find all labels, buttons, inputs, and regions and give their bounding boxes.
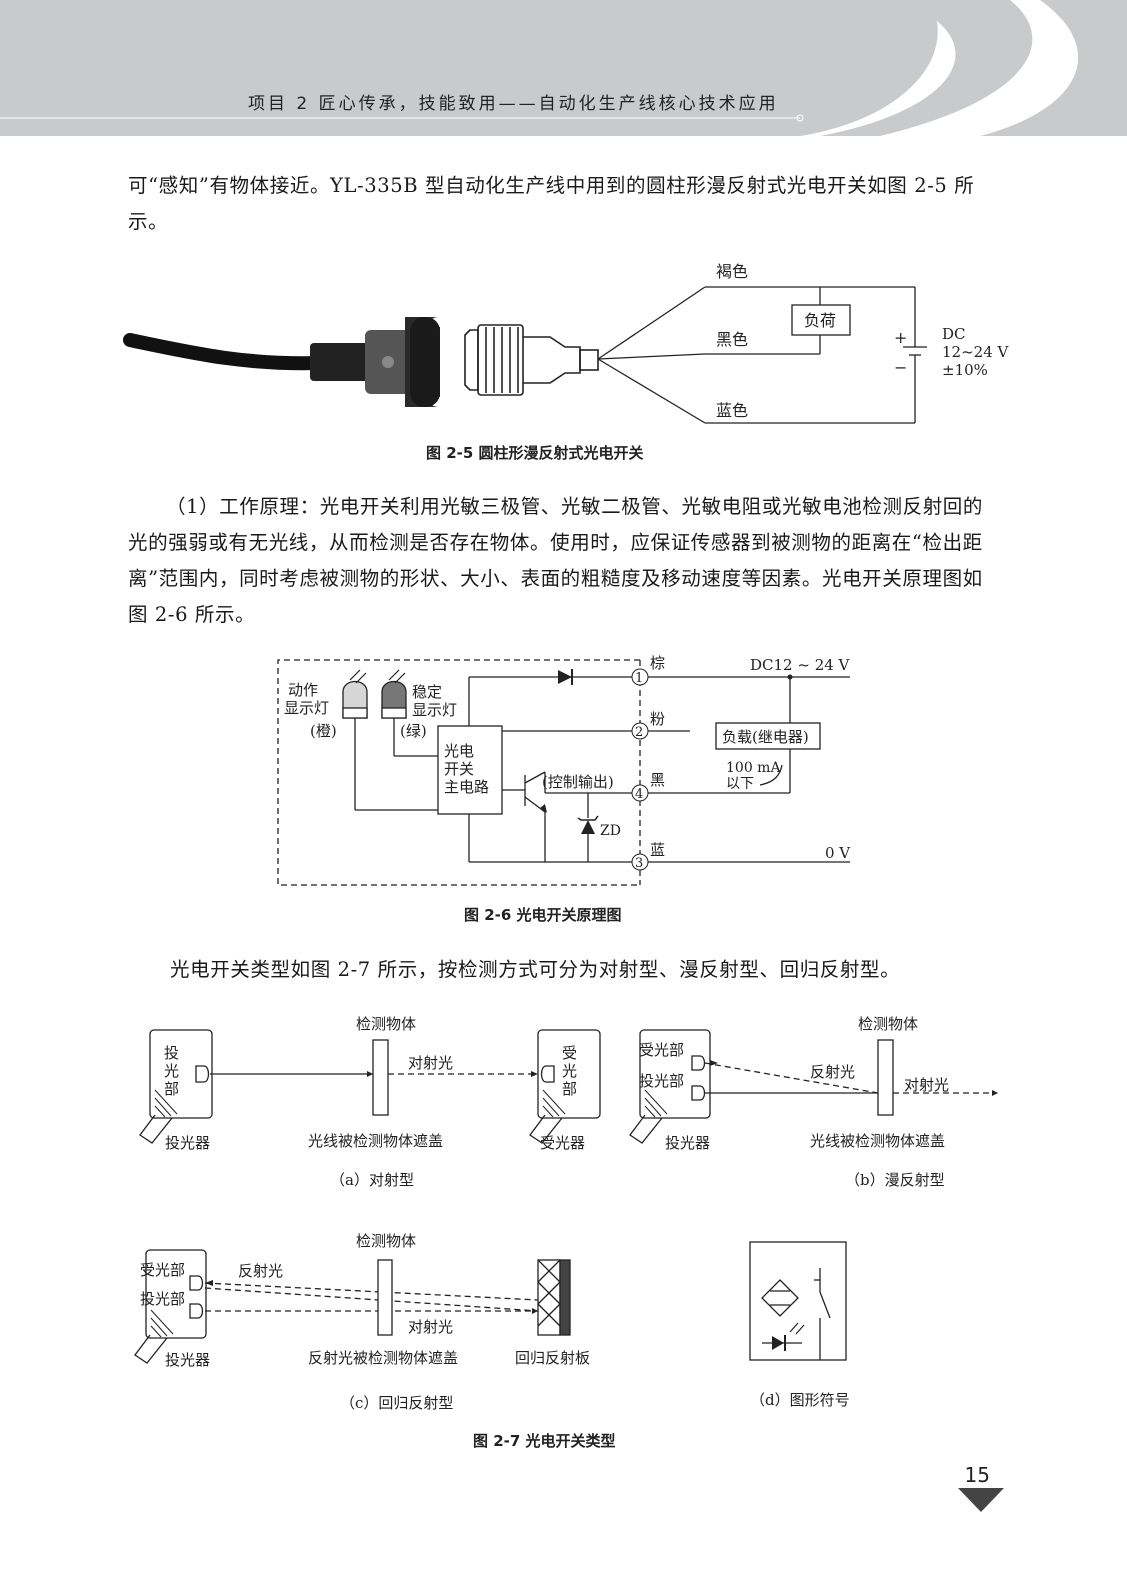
figure-2-6-caption: 图 2-6 光电开关原理图 (464, 906, 622, 924)
caption-diffuse: （b）漫反射型 (845, 1171, 945, 1189)
wire-pink-label: 粉 (650, 710, 665, 728)
wiring (597, 286, 927, 424)
emitter-part-char-3: 部 (164, 1080, 179, 1098)
current-limit-label-1: 100 mA (726, 760, 781, 776)
load-label: 负荷 (804, 311, 836, 330)
paragraph-types: 光电开关类型如图 2-7 所示，按检测方式可分为对射型、漫反射型、回归反射型。 (170, 958, 901, 981)
plus-sign: + (894, 328, 907, 347)
receiver-label-a: 受光器 (540, 1134, 585, 1152)
terminal-3: 3 (635, 856, 643, 871)
main-circuit-label-3: 主电路 (444, 778, 489, 796)
wire-blue-label: 蓝 (650, 841, 665, 859)
stable-lamp-label-1: 稳定 (412, 683, 442, 701)
diffuse-diagram (629, 1029, 990, 1144)
blocked-label-a: 光线被检测物体遮盖 (308, 1132, 443, 1150)
enclosure-border (277, 659, 640, 886)
wire-brown-label: 棕 (650, 654, 665, 672)
object-label-b: 检测物体 (858, 1015, 918, 1033)
reflector-label: 回归反射板 (515, 1349, 590, 1367)
stable-lamp-label-2: 显示灯 (412, 701, 457, 719)
sensor-drawing (464, 324, 599, 396)
dc-label: DC (942, 325, 966, 343)
dc-tolerance-label: ±10% (942, 361, 988, 379)
terminal-1: 1 (635, 671, 643, 686)
emitter-label-a: 投光器 (165, 1134, 210, 1152)
wire-black-label: 黑 (650, 771, 665, 789)
emitter-label-c: 投光器 (165, 1351, 210, 1369)
dc-supply-label: DC12 ~ 24 V (750, 656, 851, 674)
zener-icon (581, 820, 595, 834)
wire-blue-label: 蓝色 (716, 401, 748, 420)
action-lamp-label-2: 显示灯 (284, 699, 329, 717)
through-beam-label: 对射光 (408, 1054, 453, 1072)
page-number: 15 (964, 1463, 990, 1487)
emitter-part-label-c: 投光部 (140, 1290, 185, 1308)
graphic-symbol (749, 1241, 847, 1361)
receiver-part-label-c: 受光部 (140, 1261, 185, 1279)
stable-lamp-color: (绿) (400, 722, 427, 740)
figure-2-5-caption: 图 2-5 圆柱形漫反射式光电开关 (426, 444, 644, 462)
caption-graphic-symbol: （d）图形符号 (750, 1391, 850, 1409)
caption-through-beam: （a）对射型 (330, 1171, 414, 1189)
control-output-label: (控制输出) (542, 773, 614, 791)
reflect-blocked-label: 反射光被检测物体遮盖 (308, 1349, 458, 1367)
figure-2-5: 褐色 黑色 蓝色 负荷 + − DC 12~24 V ±10% (123, 262, 1010, 424)
action-lamp-color: (橙) (310, 722, 337, 740)
retroreflective-diagram (134, 1249, 571, 1364)
header-swoosh (0, 0, 1127, 136)
relay-load-label: 负载(继电器) (722, 728, 809, 746)
figure-2-7: 投 光 部 受 光 部 检测物体 对射光 投光器 光线被检测物体遮盖 受光器 （… (134, 1015, 998, 1412)
object-label-a: 检测物体 (356, 1015, 416, 1033)
through-beam-label-c: 对射光 (408, 1318, 453, 1336)
housing-hatch (154, 1089, 566, 1118)
emitter-part-char-2: 光 (164, 1062, 179, 1080)
through-beam-diagram (139, 1029, 601, 1144)
receiver-part-char-3: 部 (562, 1080, 577, 1098)
emitter-part-label-b: 投光部 (639, 1072, 684, 1090)
paragraph-principle: （1）工作原理：光电开关利用光敏三极管、光敏二极管、光敏电阻或光敏电池检测反射回… (128, 495, 984, 626)
zd-label: ZD (600, 823, 621, 839)
minus-sign: − (894, 358, 907, 377)
receiver-part-char-2: 光 (562, 1062, 577, 1080)
running-header: 项目 2 匠心传承，技能致用——自动化生产线核心技术应用 (248, 94, 779, 114)
sensor-photo (123, 317, 440, 407)
reflected-label-c: 反射光 (238, 1262, 283, 1280)
led-arrows (349, 669, 406, 684)
receiver-part-char-1: 受 (562, 1044, 577, 1062)
current-limit-label-2: 以下 (726, 776, 754, 792)
action-lamp-label-1: 动作 (288, 681, 318, 699)
terminal-4: 4 (635, 787, 643, 802)
dc-range-label: 12~24 V (942, 343, 1010, 361)
main-circuit-label-2: 开关 (444, 760, 474, 778)
main-circuit-label-1: 光电 (444, 742, 474, 760)
emitter-label-b: 投光器 (665, 1134, 710, 1152)
page-marker-triangle (958, 1488, 1004, 1512)
through-beam-label-b: 对射光 (904, 1076, 949, 1094)
wire-brown-label: 褐色 (716, 262, 748, 281)
receiver-part-label-b: 受光部 (639, 1041, 684, 1059)
wire-black-label: 黑色 (716, 330, 748, 349)
object-label-c: 检测物体 (356, 1232, 416, 1250)
reflected-label-b: 反射光 (810, 1063, 855, 1081)
figure-2-6: 1 2 4 3 棕 粉 黑 蓝 动作 显示灯 (橙) 稳定 显示灯 (绿) 光电… (277, 654, 851, 886)
emitter-part-char-1: 投 (164, 1044, 179, 1062)
caption-retroreflective: （c）回归反射型 (340, 1394, 453, 1412)
terminal-2: 2 (635, 725, 643, 740)
blocked-label-b: 光线被检测物体遮盖 (810, 1132, 945, 1150)
figure-2-7-caption: 图 2-7 光电开关类型 (473, 1432, 616, 1450)
paragraph-intro: 可“感知”有物体接近。YL-335B 型自动化生产线中用到的圆柱形漫反射式光电开… (128, 174, 975, 233)
zero-volt-label: 0 V (825, 844, 851, 862)
diode-icon (558, 670, 572, 684)
